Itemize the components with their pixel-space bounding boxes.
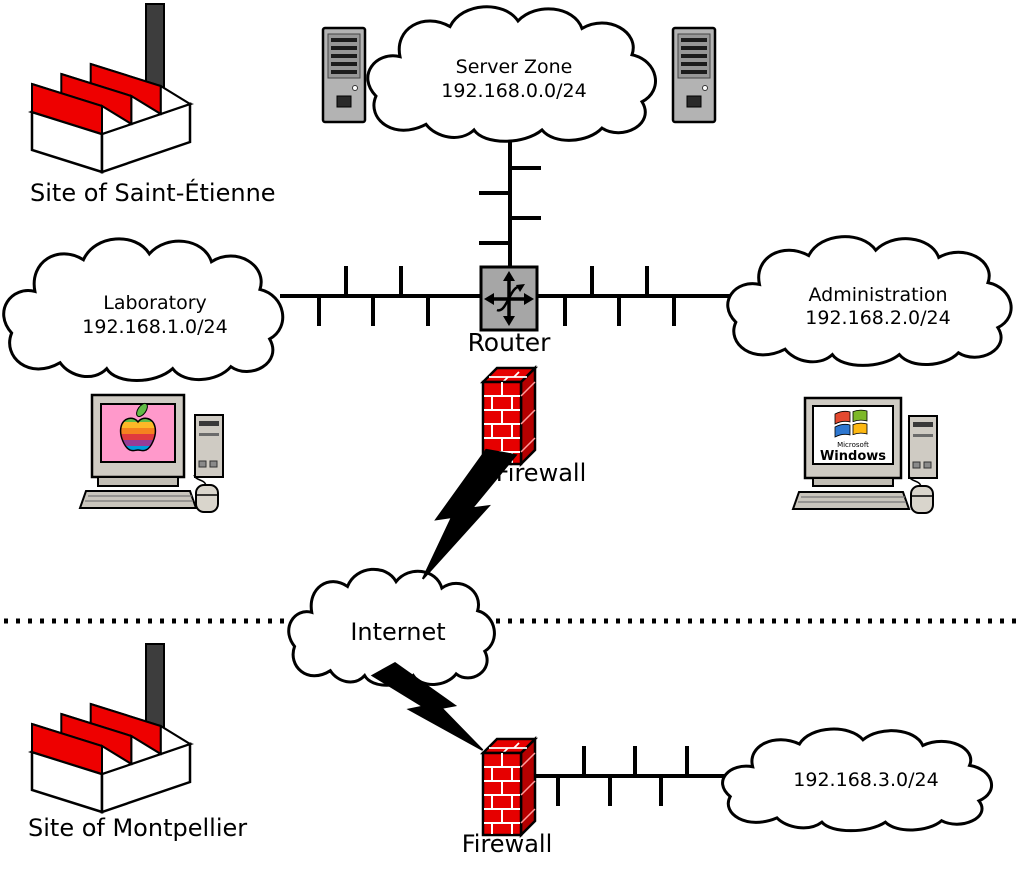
server-zone-label: Server Zone: [456, 56, 573, 78]
windows-workstation-icon: Microsoft Windows: [791, 396, 938, 514]
laboratory-subnet: 192.168.1.0/24: [82, 316, 227, 338]
site-saint-etienne-label: Site of Saint-Étienne: [30, 178, 276, 207]
ethernet-bus-administration: [535, 266, 730, 326]
factory-icon-saint-etienne: [30, 2, 192, 174]
firewall-saint-etienne-label: Firewall: [496, 459, 587, 487]
windows-keyboard: [791, 491, 911, 510]
administration-label: Administration: [808, 284, 947, 306]
firewall-icon-montpellier: [481, 737, 537, 837]
server-tower-icon-right: [671, 26, 717, 124]
server-zone-subnet: 192.168.0.0/24: [441, 80, 586, 102]
factory-icon-montpellier: [30, 642, 192, 814]
ethernet-bus-laboratory: [280, 266, 484, 326]
router-label: Router: [468, 328, 552, 357]
internet-label: Internet: [350, 618, 445, 646]
windows-mouse: [910, 485, 934, 514]
site-montpellier-label: Site of Montpellier: [28, 814, 247, 842]
ethernet-bus-montpellier: [530, 746, 726, 806]
firewall-icon-saint-etienne: [481, 366, 537, 466]
mac-workstation-icon: [78, 393, 224, 513]
windows-brand-small: Microsoft: [837, 441, 869, 449]
ethernet-bus-server-zone: [479, 128, 541, 270]
windows-logo-icon: [834, 409, 868, 438]
mac-mouse: [195, 484, 219, 513]
laboratory-label: Laboratory: [103, 292, 207, 314]
firewall-montpellier-label: Firewall: [462, 830, 553, 858]
server-tower-icon-left: [321, 26, 367, 124]
mac-keyboard: [78, 490, 198, 509]
router-icon: [479, 265, 539, 332]
windows-brand: Windows: [820, 449, 886, 464]
administration-subnet: 192.168.2.0/24: [805, 307, 950, 329]
montpellier-subnet-label: 192.168.3.0/24: [793, 769, 938, 791]
